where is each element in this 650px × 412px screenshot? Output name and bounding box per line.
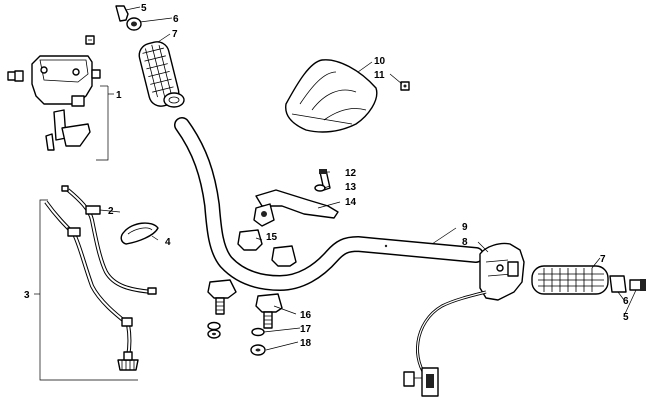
callout-1: 1 <box>116 90 122 101</box>
housing-screw-top <box>85 35 95 45</box>
callout-18: 18 <box>300 338 312 349</box>
callout-8: 8 <box>462 237 468 248</box>
handlebar <box>174 117 484 291</box>
assembly-bracket-1 <box>96 85 114 161</box>
wiring-harness <box>403 290 487 397</box>
callout-13: 13 <box>345 182 357 193</box>
bracket-bolt <box>319 169 331 191</box>
callout-10: 10 <box>374 56 386 67</box>
housing-screw-left <box>7 70 24 82</box>
washer-right <box>251 327 265 337</box>
bracket-washer <box>314 184 326 192</box>
throttle-cable <box>61 185 157 295</box>
assembly-bracket-3 <box>34 199 138 381</box>
leader-lines <box>99 6 637 351</box>
end-cap-right <box>609 275 627 293</box>
lower-clamp-left <box>207 279 237 315</box>
switch-housing <box>479 242 525 301</box>
grip-left <box>138 41 185 108</box>
callout-9: 9 <box>462 222 468 233</box>
callout-6-left: 6 <box>173 14 179 25</box>
callout-11: 11 <box>374 70 385 81</box>
washer-left <box>207 321 221 331</box>
lower-clamp-right <box>255 293 283 329</box>
cable-adjuster-knob <box>117 351 139 371</box>
windshield-screw <box>400 81 410 91</box>
mounting-bracket <box>253 189 339 227</box>
bolt-right <box>629 279 646 291</box>
throttle-control-housing <box>31 55 101 151</box>
callout-7-left: 7 <box>172 29 178 40</box>
callout-12: 12 <box>345 168 357 179</box>
nut-right <box>250 344 266 356</box>
callout-labels: 1 2 3 4 5 5 6 6 7 7 8 9 10 11 12 13 14 1… <box>24 3 629 349</box>
bolt-left <box>115 5 129 22</box>
nut-left <box>207 329 221 339</box>
callout-14: 14 <box>345 197 357 208</box>
callout-5-left: 5 <box>141 3 147 14</box>
upper-clamp-left <box>237 229 263 251</box>
callout-6-right: 6 <box>623 296 629 307</box>
callout-17: 17 <box>300 324 312 335</box>
windshield <box>285 59 378 133</box>
callout-3: 3 <box>24 290 30 301</box>
callout-5-right: 5 <box>623 312 629 323</box>
brake-cable <box>44 200 133 357</box>
callout-2: 2 <box>108 206 114 217</box>
cable-tie <box>120 222 159 245</box>
callout-16: 16 <box>300 310 312 321</box>
callout-4: 4 <box>165 237 171 248</box>
end-cap-left <box>126 17 142 31</box>
upper-clamp-right <box>271 245 297 267</box>
callout-15: 15 <box>266 232 278 243</box>
callout-7-right: 7 <box>600 254 606 265</box>
grip-right <box>531 265 609 295</box>
